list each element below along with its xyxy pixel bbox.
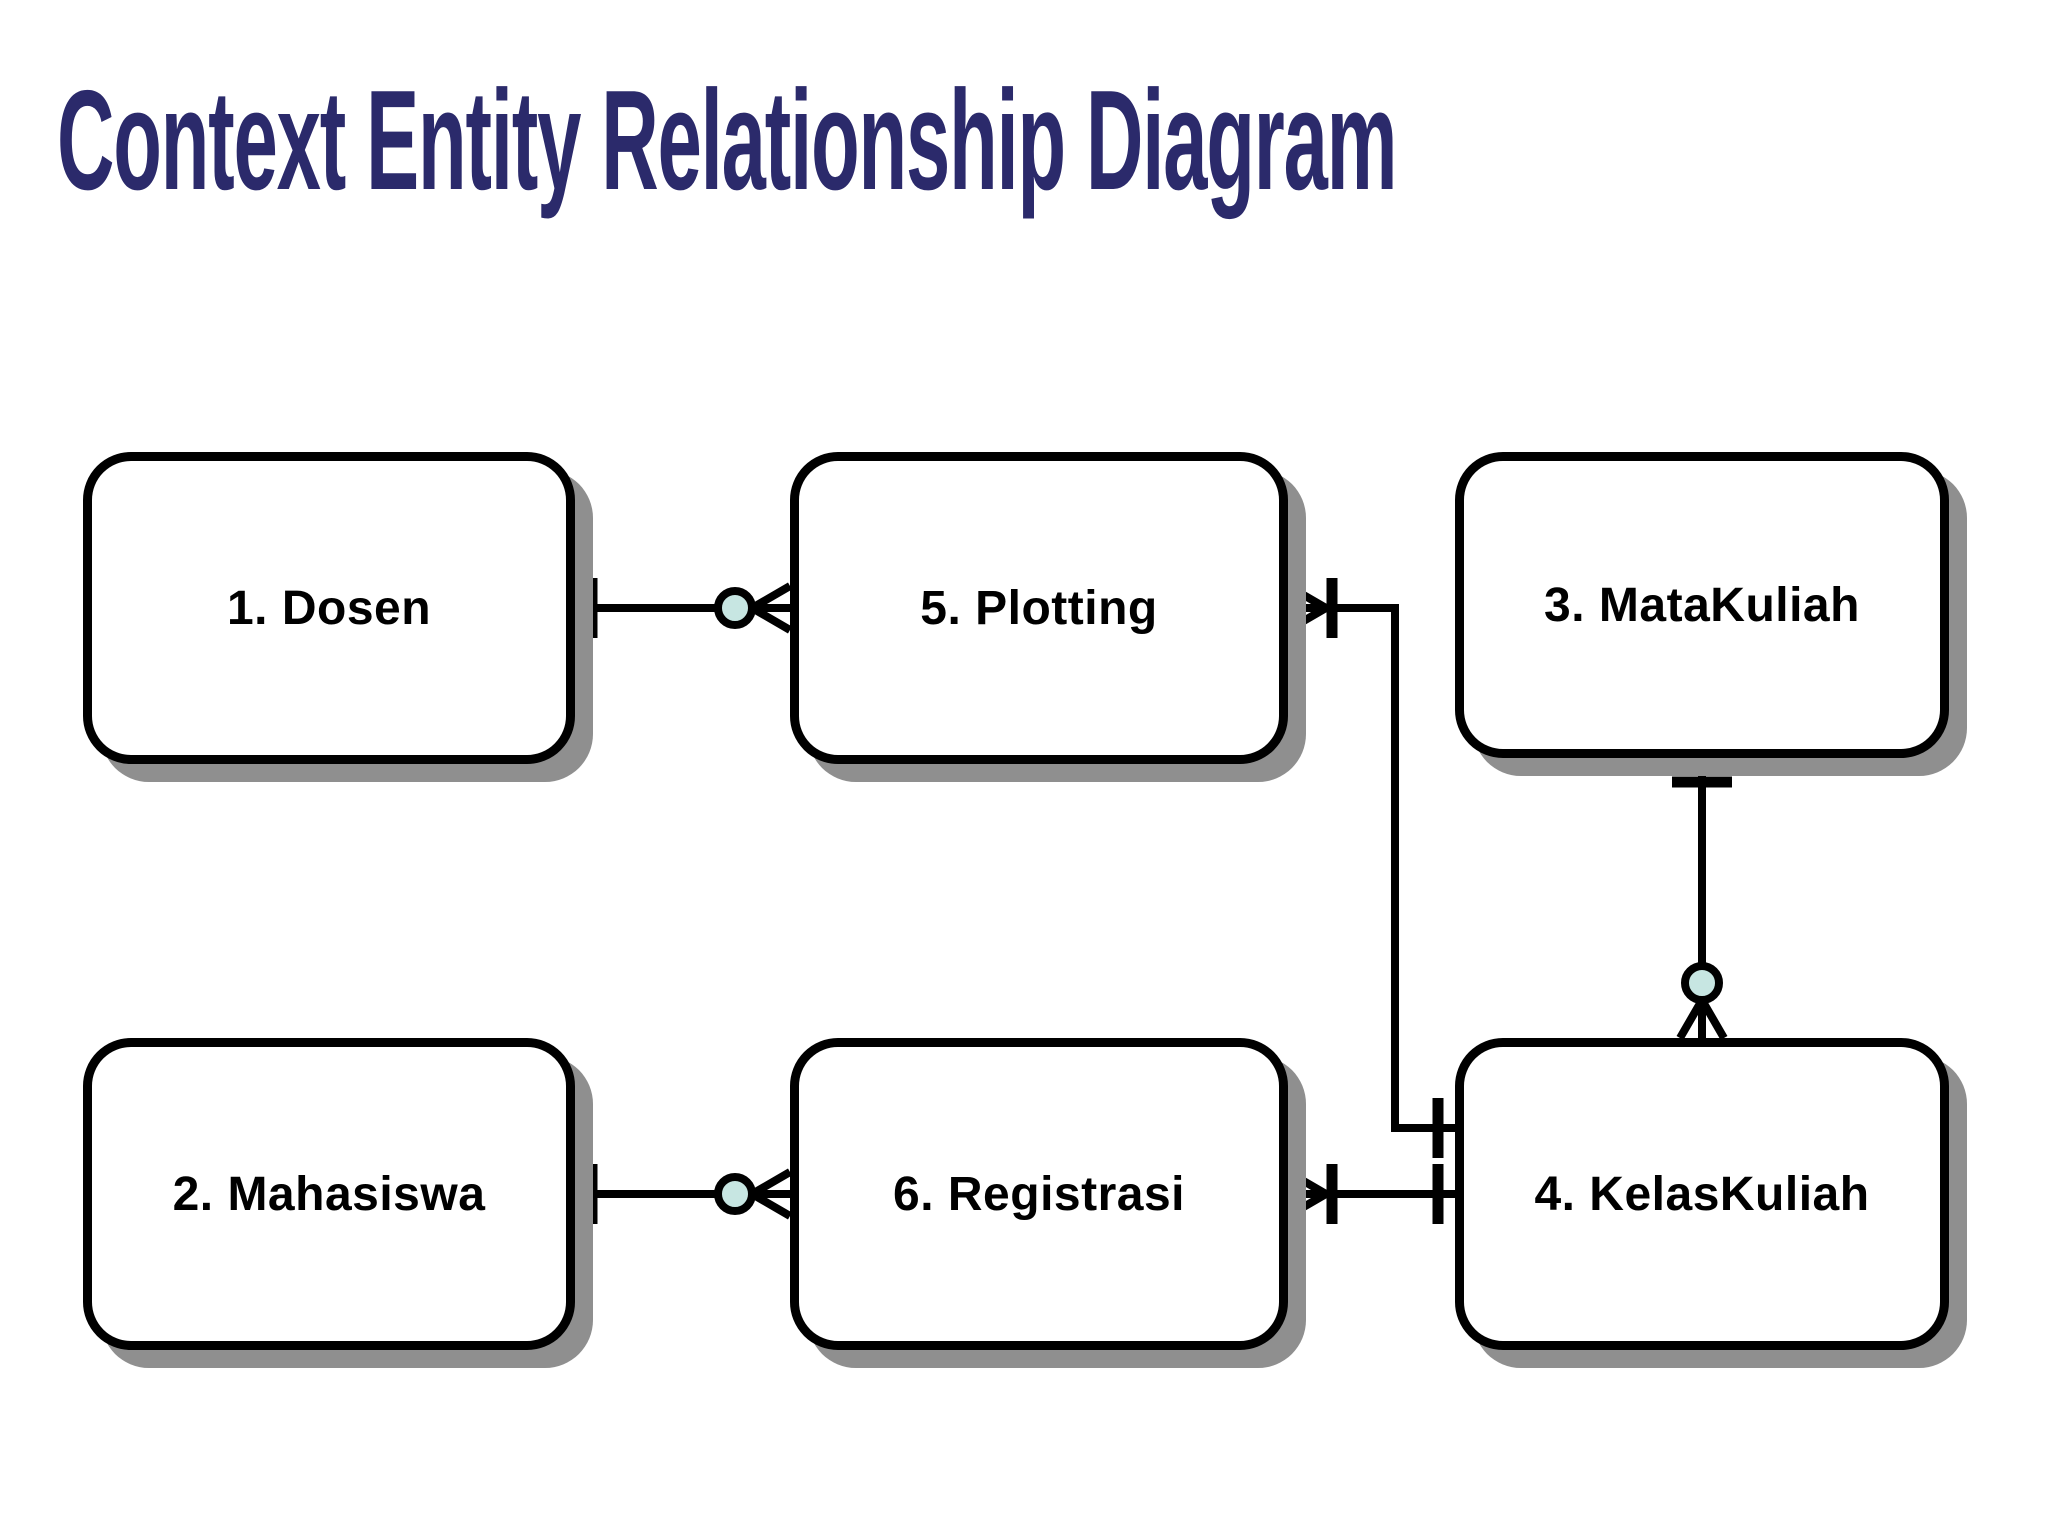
- zero-circle-icon: [714, 587, 756, 629]
- connector-dosen-plotting: [575, 578, 793, 638]
- relationship-line: [1288, 604, 1455, 1132]
- page-title-text: Context Entity Relationship Diagram: [57, 61, 1397, 220]
- connector-registrasi-kelaskuliah: [1285, 1164, 1455, 1224]
- entity-matakuliah[interactable]: 3. MataKuliah: [1455, 452, 1949, 758]
- crow-foot-icon: [1676, 992, 1728, 1041]
- entity-registrasi[interactable]: 6. Registrasi: [790, 1038, 1288, 1350]
- entity-kelaskuliah[interactable]: 4. KelasKuliah: [1455, 1038, 1949, 1350]
- entity-label: 6. Registrasi: [893, 1167, 1185, 1221]
- connector-matakuliah-kelaskuliah: [1672, 756, 1732, 1041]
- crow-foot-icon: [1285, 582, 1334, 634]
- page-title: Context Entity Relationship Diagram: [57, 66, 2048, 215]
- entity-label: 2. Mahasiswa: [172, 1167, 486, 1221]
- entity-label: 4. KelasKuliah: [1534, 1167, 1870, 1221]
- crow-foot-icon: [744, 1168, 793, 1220]
- entity-mahasiswa[interactable]: 2. Mahasiswa: [83, 1038, 575, 1350]
- entity-plotting[interactable]: 5. Plotting: [790, 452, 1288, 764]
- entity-dosen[interactable]: 1. Dosen: [83, 452, 575, 764]
- entity-label: 1. Dosen: [226, 581, 432, 635]
- zero-circle-icon: [1681, 962, 1723, 1004]
- crow-foot-icon: [1285, 1168, 1334, 1220]
- entity-label: 3. MataKuliah: [1544, 578, 1860, 632]
- entity-label: 5. Plotting: [920, 581, 1158, 635]
- connector-mahasiswa-registrasi: [575, 1164, 793, 1224]
- zero-circle-icon: [714, 1173, 756, 1215]
- connector-plotting-kelaskuliah: [1285, 578, 1455, 1158]
- crow-foot-icon: [744, 582, 793, 634]
